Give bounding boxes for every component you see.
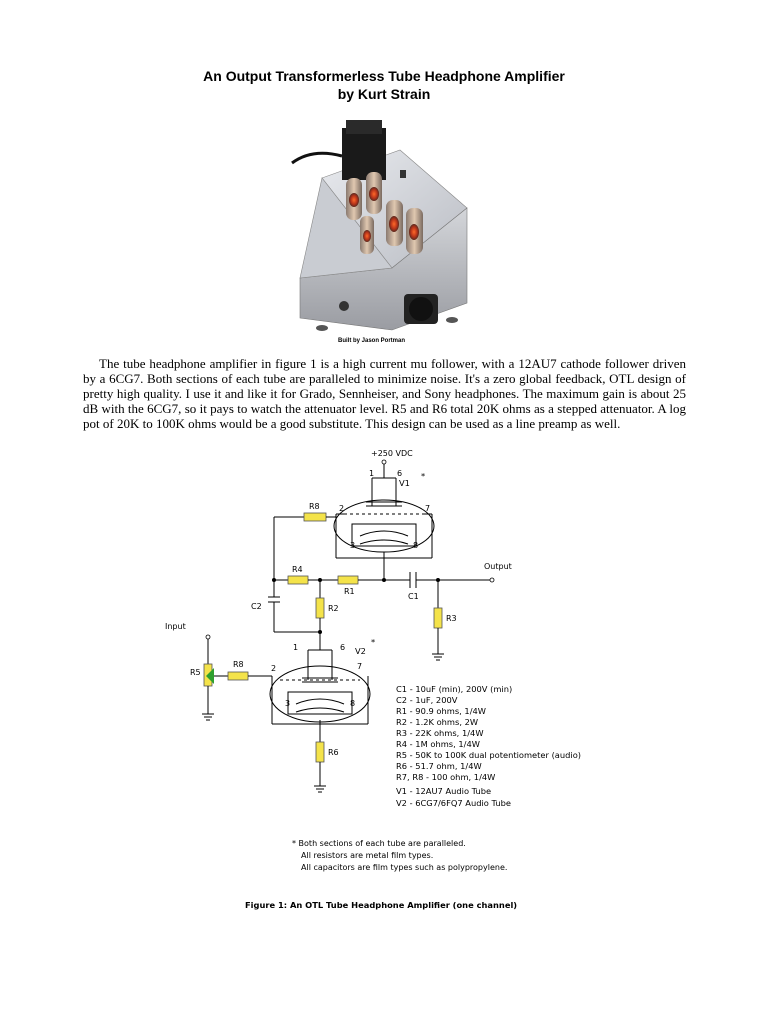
r1-label: R1 xyxy=(344,587,355,596)
v1-pin-7: 7 xyxy=(425,504,430,513)
v1-label: V1 xyxy=(399,478,410,488)
parts-list-item: R3 - 22K ohms, 1/4W xyxy=(396,728,484,738)
r5-label: R5 xyxy=(190,668,201,677)
r4-label: R4 xyxy=(292,565,303,574)
r8-label: R8 xyxy=(233,660,244,669)
note-line: All capacitors are film types such as po… xyxy=(301,863,507,872)
input-label: Input xyxy=(165,622,186,631)
v2-pin-8: 8 xyxy=(350,699,355,708)
parts-list-item: C1 - 10uF (min), 200V (min) xyxy=(396,684,512,694)
note-line: * Both sections of each tube are paralle… xyxy=(292,839,466,848)
parts-list: C1 - 10uF (min), 200V (min) C2 - 1uF, 20… xyxy=(396,684,581,808)
pot-wiper-arrow xyxy=(206,668,214,684)
r3-label: R3 xyxy=(446,614,457,623)
parts-list-item: R4 - 1M ohms, 1/4W xyxy=(396,739,480,749)
v2-pin-2: 2 xyxy=(271,664,276,673)
figure-caption: Figure 1: An OTL Tube Headphone Amplifie… xyxy=(245,900,517,910)
v2-label: V2 xyxy=(355,646,366,656)
v2-pin-3: 3 xyxy=(285,699,290,708)
title-line-2: by Kurt Strain xyxy=(337,86,431,102)
v2-pin-1: 1 xyxy=(293,643,298,652)
amplifier-photo xyxy=(291,120,468,331)
parts-list-item: C2 - 1uF, 200V xyxy=(396,695,458,705)
parts-list-item: R6 - 51.7 ohm, 1/4W xyxy=(396,761,482,771)
body-paragraph: The tube headphone amplifier in figure 1… xyxy=(83,356,686,431)
parts-list-item: R7, R8 - 100 ohm, 1/4W xyxy=(396,772,495,782)
parts-list-item: R1 - 90.9 ohms, 1/4W xyxy=(396,706,486,716)
v2-asterisk: * xyxy=(371,637,375,647)
output-label: Output xyxy=(484,562,512,571)
r7-label: R8 xyxy=(309,502,320,511)
v1-pin-6: 6 xyxy=(397,469,402,478)
v2-pin-6: 6 xyxy=(340,643,345,652)
v1-pin-1: 1 xyxy=(369,469,374,478)
supply-label: +250 VDC xyxy=(371,449,413,458)
v2-pin-7: 7 xyxy=(357,662,362,671)
v1-pin-8: 8 xyxy=(413,541,418,550)
parts-list-item: V1 - 12AU7 Audio Tube xyxy=(396,786,491,796)
parts-list-item: V2 - 6CG7/6FQ7 Audio Tube xyxy=(396,798,511,808)
r6-label: R6 xyxy=(328,748,339,757)
v1-asterisk: * xyxy=(421,471,425,481)
c2-label: C2 xyxy=(251,602,262,611)
r2-label: R2 xyxy=(328,604,339,613)
title-line-1: An Output Transformerless Tube Headphone… xyxy=(203,68,565,84)
photo-caption: Built by Jason Portman xyxy=(338,338,406,344)
parts-list-item: R5 - 50K to 100K dual potentiometer (aud… xyxy=(396,750,581,760)
v1-pin-3: 3 xyxy=(350,541,355,550)
v1-pin-2: 2 xyxy=(339,504,344,513)
note-line: All resistors are metal film types. xyxy=(301,851,433,860)
parts-list-item: R2 - 1.2K ohms, 2W xyxy=(396,717,478,727)
c1-label: C1 xyxy=(408,592,419,601)
